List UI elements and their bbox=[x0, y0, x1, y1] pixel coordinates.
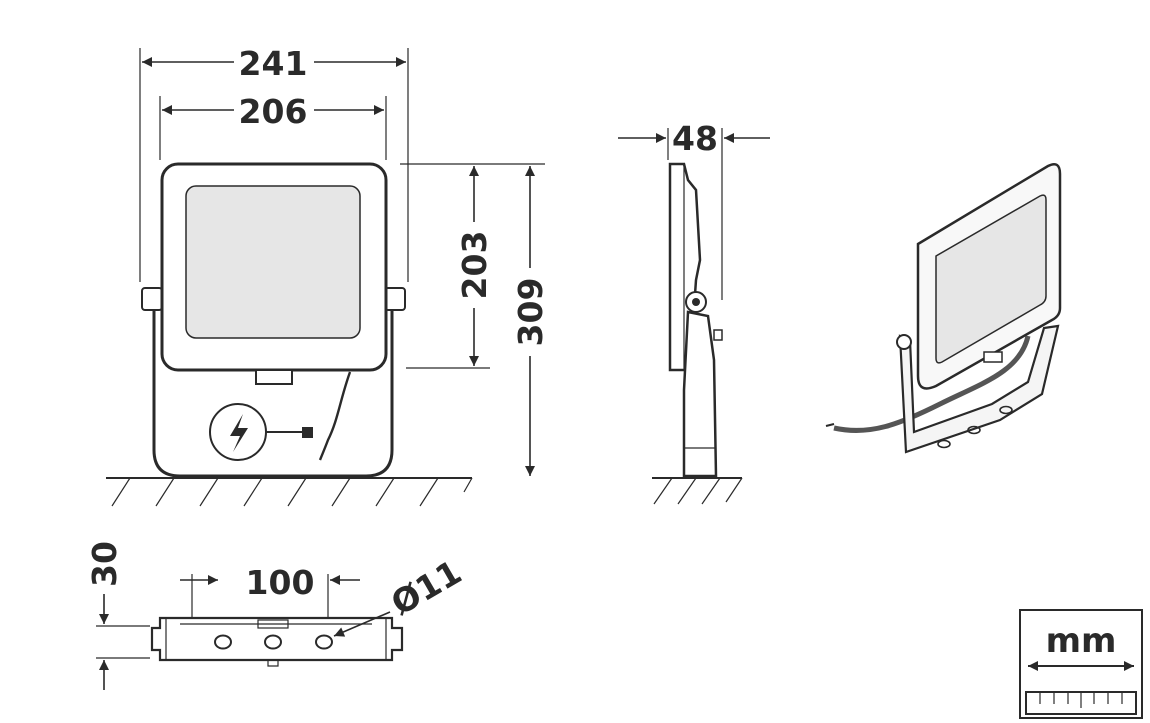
dimension-total-width: 241 bbox=[142, 44, 406, 83]
unit-badge: mm bbox=[1019, 609, 1143, 719]
dimension-total-height: 309 bbox=[511, 166, 550, 476]
ruler-icon bbox=[1025, 691, 1137, 715]
unit-label: mm bbox=[1046, 621, 1117, 661]
label-30: 30 bbox=[85, 541, 124, 587]
label-309: 309 bbox=[511, 278, 550, 347]
perspective-view bbox=[825, 163, 1062, 454]
label-203: 203 bbox=[455, 231, 494, 300]
dimension-base-depth: 30 bbox=[85, 541, 124, 690]
label-48: 48 bbox=[672, 119, 718, 158]
label-diameter: Ø11 bbox=[385, 552, 469, 623]
dimension-depth: 48 bbox=[618, 119, 770, 158]
dimension-body-height: 203 bbox=[455, 166, 494, 366]
dimension-hole-spacing: 100 bbox=[180, 563, 360, 602]
label-241: 241 bbox=[239, 44, 308, 83]
label-206: 206 bbox=[239, 92, 308, 131]
dimension-body-width: 206 bbox=[162, 92, 384, 131]
label-100: 100 bbox=[246, 563, 315, 602]
side-view bbox=[652, 128, 743, 505]
front-view bbox=[106, 48, 545, 507]
